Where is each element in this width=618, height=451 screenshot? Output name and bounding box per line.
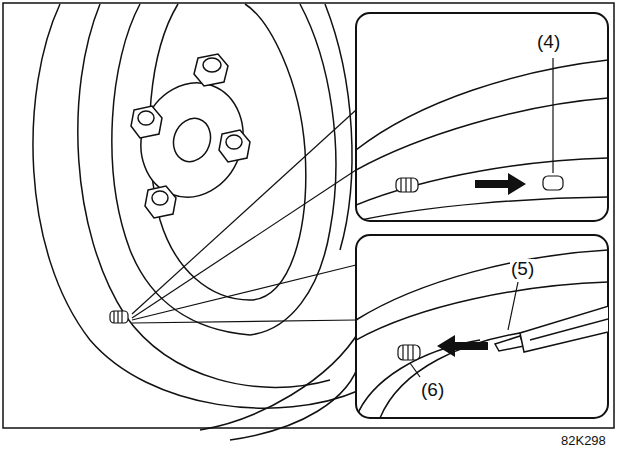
frame bbox=[3, 3, 614, 428]
arrow-right bbox=[475, 173, 526, 195]
plug-small bbox=[110, 311, 128, 323]
inset-bottom bbox=[356, 235, 616, 418]
zoom-lines bbox=[132, 110, 356, 323]
plug bbox=[543, 176, 563, 190]
figure-code: 82K298 bbox=[560, 434, 607, 447]
tire bbox=[33, 4, 360, 440]
arrow-left bbox=[437, 335, 488, 357]
callout-number: (6) bbox=[420, 380, 445, 399]
lug-nuts bbox=[131, 54, 250, 218]
callout-number: (4) bbox=[536, 32, 561, 51]
leader-line bbox=[552, 58, 553, 173]
inset-top bbox=[356, 13, 608, 221]
leader-line bbox=[508, 282, 518, 330]
leader-line bbox=[410, 363, 420, 377]
wheel-hub bbox=[125, 54, 259, 218]
callout-number: (5) bbox=[510, 259, 535, 278]
